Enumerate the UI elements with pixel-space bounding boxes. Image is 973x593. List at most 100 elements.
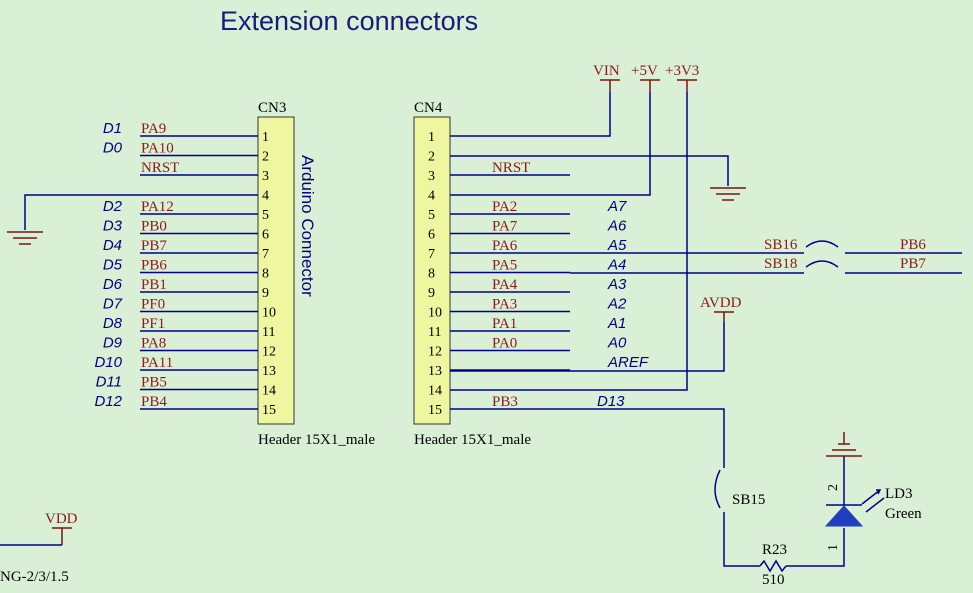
cn4-arduino-label: A1	[607, 315, 626, 332]
v3v3-label: +3V3	[665, 63, 699, 79]
cn3-arduino-label: D2	[103, 198, 123, 215]
cn3-arduino-label: D4	[103, 237, 122, 254]
cn4-signal-label: PA3	[492, 297, 517, 313]
cn3-arduino-label: D6	[103, 276, 123, 293]
cn4-signal-label: PA4	[492, 277, 518, 293]
avdd-label: AVDD	[700, 295, 742, 311]
r23-ref: R23	[762, 542, 787, 558]
cn3-pin-number: 10	[262, 306, 276, 321]
cn4-pin-number: 12	[428, 345, 442, 360]
cn4-ground-icon	[710, 187, 746, 201]
cn4-pin-number: 10	[428, 306, 442, 321]
cn4-signal-label: PB3	[492, 394, 518, 410]
cn4-arduino-label: A0	[607, 335, 627, 352]
page-title: Extension connectors	[220, 6, 478, 36]
solder-bridges: SB16 PB6 SB18 PB7	[570, 237, 962, 274]
cn3-pin-number: 7	[262, 247, 269, 262]
cn3-arduino-label: D3	[103, 218, 123, 235]
cn4-footer: Header 15X1_male	[414, 432, 531, 448]
cn4-pin-number: 9	[428, 286, 435, 301]
cn4-pin-number: 2	[428, 150, 435, 165]
cn3-pin-number: 5	[262, 208, 269, 223]
cn4-pin-number: 7	[428, 247, 435, 262]
vin-label: VIN	[593, 63, 620, 79]
cn3-signal-label: PF0	[141, 297, 165, 313]
cn4-arduino-label: A4	[607, 257, 626, 274]
cn3-signal-label: PB5	[141, 375, 167, 391]
cn3-pin-number: 4	[262, 189, 269, 204]
cn3-signal-label: PB6	[141, 258, 167, 274]
led-pin2: 2	[826, 484, 841, 491]
cn4-pin-number: 1	[428, 130, 435, 145]
led-ld3-icon	[824, 505, 864, 527]
vdd-label: VDD	[45, 511, 78, 527]
cn3-arduino-label: D5	[103, 257, 123, 274]
cn3-pin-number: 6	[262, 228, 269, 243]
cn3-arduino-label: D0	[103, 140, 123, 157]
cn4-pin-number: 5	[428, 208, 435, 223]
resistor-r23	[759, 559, 787, 573]
cn3-pin-number: 1	[262, 130, 269, 145]
cn3-arduino-label: D1	[103, 120, 122, 137]
cn3-signal-label: PA10	[141, 141, 174, 157]
led-pin1: 1	[826, 544, 841, 551]
cn3-signal-label: PB1	[141, 277, 167, 293]
cn3-vertical-label: Arduino Connector	[298, 155, 317, 297]
cn3-body	[257, 116, 295, 425]
cn3-signal-label: PA8	[141, 336, 166, 352]
cn3-signal-label: NRST	[141, 160, 179, 176]
cn4-signal-label: PA7	[492, 219, 518, 235]
cn4-signal-label: PA1	[492, 316, 517, 332]
cn3-footer: Header 15X1_male	[258, 432, 375, 448]
sb16-label: SB16	[764, 237, 798, 253]
cn4-pin-number: 8	[428, 267, 435, 282]
cn3-arduino-label: D7	[103, 296, 123, 313]
cn3-pin-number: 3	[262, 169, 269, 184]
cn3-pin-number: 12	[262, 345, 276, 360]
cn3-pin-number: 11	[262, 325, 275, 340]
cn4-signal-label: NRST	[492, 160, 530, 176]
cn4-pin-number: 11	[428, 325, 441, 340]
cn4-arduino-label: A7	[607, 198, 627, 215]
sb18-target: PB7	[900, 256, 926, 272]
cn4-pin-number: 4	[428, 189, 435, 204]
cn3-signal-label: PB0	[141, 219, 167, 235]
cn3-pin-number: 8	[262, 267, 269, 282]
cn4-pin-number: 3	[428, 169, 435, 184]
sb15-label: SB15	[732, 492, 765, 508]
cn3-pin-number: 9	[262, 286, 269, 301]
cn3-ref: CN3	[258, 100, 286, 116]
cn3-signal-label: PA12	[141, 199, 174, 215]
cn3-signal-label: PA9	[141, 121, 166, 137]
cn4-ref: CN4	[414, 100, 443, 116]
cn3-signal-label: PF1	[141, 316, 165, 332]
cn4-arduino-label: A2	[607, 296, 627, 313]
v5-label: +5V	[631, 63, 658, 79]
cn4-signal-label: PA5	[492, 258, 517, 274]
cn3-signal-label: PB4	[141, 394, 167, 410]
ld3-ref: LD3	[885, 486, 913, 502]
r23-value: 510	[762, 572, 785, 588]
connector-cn3: CN3 Header 15X1_male Arduino Connector 1…	[94, 100, 375, 448]
cn3-signal-label: PA11	[141, 355, 173, 371]
cn3-signal-label: PB7	[141, 238, 167, 254]
led-circuit: SB15 R23 510 LD3 Green 2 1	[450, 408, 922, 588]
sb18-label: SB18	[764, 256, 797, 272]
cn4-arduino-label: D13	[597, 393, 625, 410]
cn4-signal-label: PA2	[492, 199, 517, 215]
cn3-arduino-label: D9	[103, 335, 123, 352]
cn4-arduino-label: AREF	[607, 354, 649, 371]
power-symbols: VIN +5V +3V3 AVDD VDD NG-2/3/1.5	[0, 63, 746, 585]
cn3-arduino-label: D11	[96, 374, 122, 391]
cn3-pin-number: 15	[262, 403, 276, 418]
sb16-target: PB6	[900, 237, 926, 253]
cn4-arduino-label: A3	[607, 276, 627, 293]
cn3-arduino-label: D8	[103, 315, 123, 332]
cn4-pin-number: 14	[428, 384, 442, 399]
cn3-pin-number: 14	[262, 384, 276, 399]
cn3-arduino-label: D12	[94, 393, 122, 410]
cn3-pin-number: 13	[262, 364, 276, 379]
cn3-arduino-label: D10	[94, 354, 122, 371]
